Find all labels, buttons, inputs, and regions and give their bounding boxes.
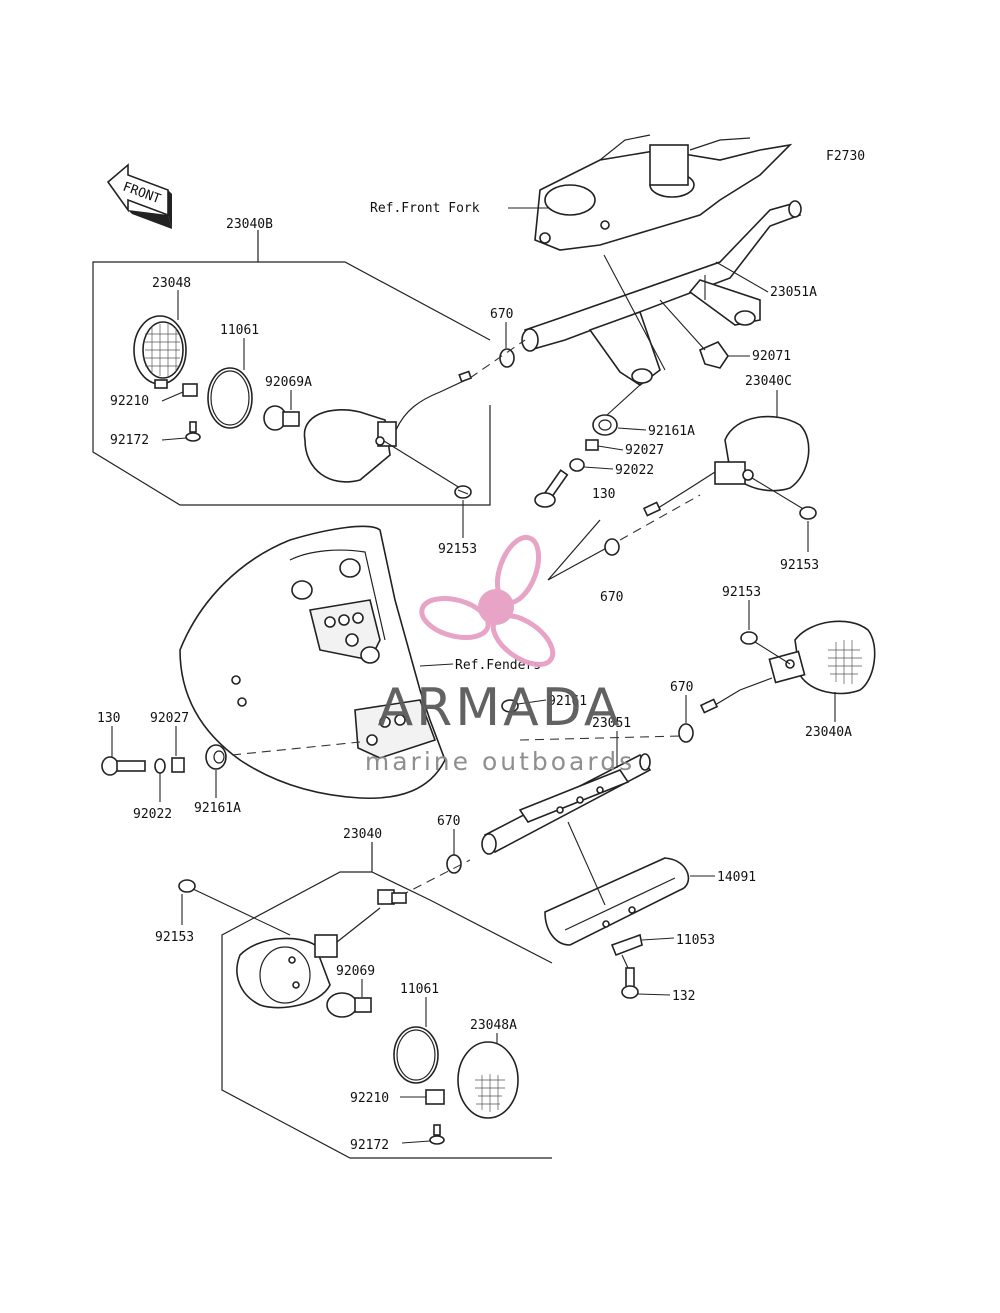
screw-92153-mid (740, 631, 758, 645)
turn-signal-housing-top-left (303, 370, 473, 483)
front-arrow-icon: FRONT (106, 163, 172, 229)
front-turn-signal-bracket (521, 200, 802, 386)
rear-turn-signal-bracket (481, 753, 652, 855)
o-ring-670-top (499, 348, 515, 368)
label-23040C: 23040C (745, 374, 792, 389)
label-92069: 92069 (336, 964, 375, 979)
label-92153-mid: 92153 (722, 585, 761, 600)
label-23048A: 23048A (470, 1018, 517, 1033)
bolt-130-mid (534, 469, 569, 508)
label-23051A: 23051A (770, 285, 817, 300)
collar-92027-left (171, 757, 185, 773)
watermark-logo: ARMADA marine outboards (365, 534, 635, 776)
label-92172-top: 92172 (110, 433, 149, 448)
ref-front-fork-label: Ref.Front Fork (370, 201, 480, 216)
watermark-title: ARMADA (378, 678, 623, 738)
label-14091: 14091 (717, 870, 756, 885)
label-23040: 23040 (343, 827, 382, 842)
nut-92210-top (182, 383, 198, 397)
bulb-92069A (263, 405, 300, 431)
screw-92172-low (429, 1124, 445, 1145)
label-92027-top: 92027 (625, 443, 664, 458)
collar-92027-top (585, 439, 599, 451)
lens-23048A (457, 1041, 519, 1119)
rear-fender-drawing (179, 525, 446, 800)
washer-92022-top (569, 458, 585, 472)
label-132: 132 (672, 989, 695, 1004)
nut-92210-low (425, 1089, 445, 1105)
label-92027-left: 92027 (150, 711, 189, 726)
front-fork-drawing (534, 134, 793, 251)
label-92153-low: 92153 (155, 930, 194, 945)
propeller-icon (419, 534, 556, 667)
bolt-132 (621, 967, 639, 999)
label-92161A-left: 92161A (194, 801, 241, 816)
label-92172-low: 92172 (350, 1138, 389, 1153)
turn-signal-23040A (699, 620, 876, 714)
o-ring-670-right (678, 723, 694, 743)
turn-signal-housing-lower (236, 889, 407, 1009)
watermark-subtitle: marine outboards (365, 747, 635, 776)
cover-14091 (544, 857, 690, 946)
label-92153-left: 92153 (438, 542, 477, 557)
screw-92153-low (178, 879, 196, 893)
grommet-92161A-top (592, 414, 618, 436)
label-23051: 23051 (592, 716, 631, 731)
figure-code: F2730 (826, 149, 865, 164)
washer-92022-left (154, 758, 166, 774)
label-23040A: 23040A (805, 725, 852, 740)
label-92022-left: 92022 (133, 807, 172, 822)
label-23040B: 23040B (226, 217, 273, 232)
o-ring-670-low (446, 854, 462, 874)
bulb-92069 (326, 992, 372, 1018)
label-130-left: 130 (97, 711, 120, 726)
lens-23048 (133, 315, 187, 389)
gasket-11061-top (207, 367, 253, 429)
label-670-low: 670 (437, 814, 460, 829)
label-11061-top: 11061 (220, 323, 259, 338)
label-670-mid: 670 (600, 590, 623, 605)
grommet-92161A-left (205, 744, 227, 770)
label-92022-top: 92022 (615, 463, 654, 478)
gasket-11061-low (393, 1026, 439, 1084)
bolt-130-left (101, 756, 146, 776)
label-130-mid: 130 (592, 487, 615, 502)
screw-92153-right (799, 506, 817, 520)
label-92071: 92071 (752, 349, 791, 364)
clip-92071 (698, 341, 729, 369)
label-92153-right: 92153 (780, 558, 819, 573)
turn-signal-23040C (642, 415, 810, 517)
label-670-top: 670 (490, 307, 513, 322)
label-92161: 92161 (548, 694, 587, 709)
screw-92172-top (185, 421, 201, 442)
label-92210-low: 92210 (350, 1091, 389, 1106)
label-92069A: 92069A (265, 375, 312, 390)
label-11061-low: 11061 (400, 982, 439, 997)
screw-92153-left (454, 485, 472, 499)
grommet-92161 (501, 699, 519, 713)
label-670-right: 670 (670, 680, 693, 695)
label-92210-top: 92210 (110, 394, 149, 409)
label-92161A-top: 92161A (648, 424, 695, 439)
bracket-11053 (610, 933, 643, 957)
o-ring-670-mid (604, 538, 620, 556)
label-11053: 11053 (676, 933, 715, 948)
label-23048: 23048 (152, 276, 191, 291)
